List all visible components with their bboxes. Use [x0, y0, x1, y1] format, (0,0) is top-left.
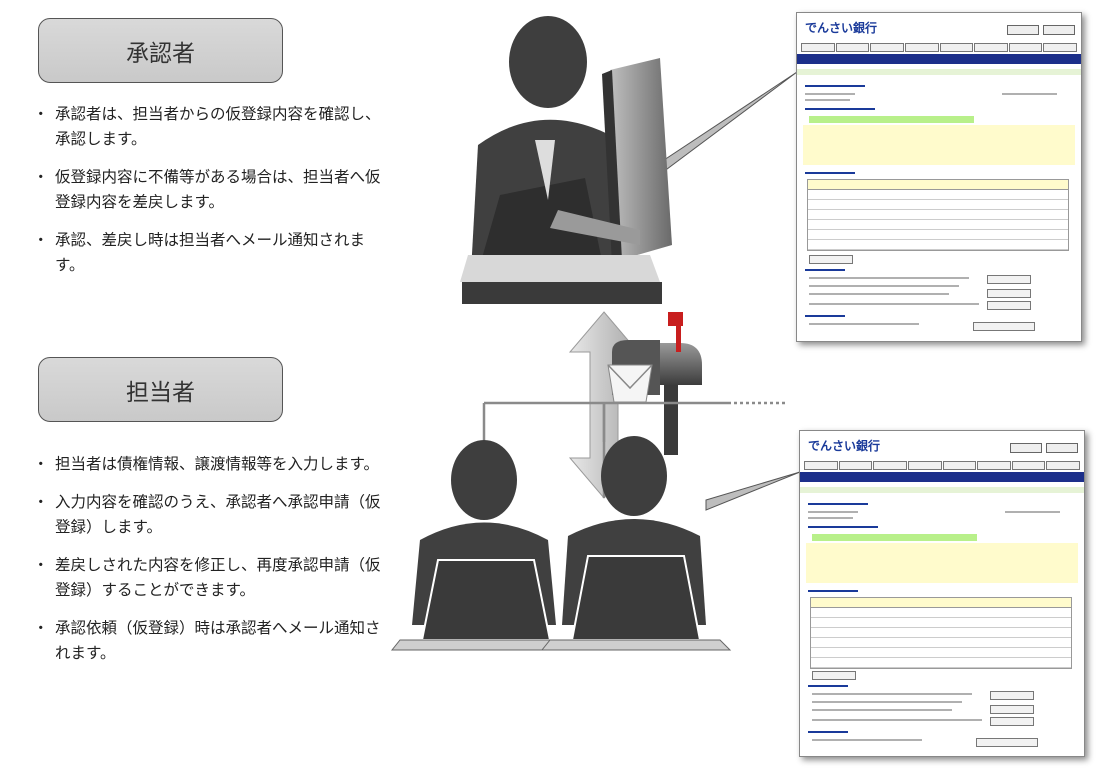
operator-bullet: 承認依頼（仮登録）時は承認者へメール通知されます。 — [30, 616, 390, 666]
thumb-text-line — [805, 99, 850, 101]
thumb-button — [987, 289, 1031, 298]
thumb-text-line — [812, 709, 952, 711]
thumb-text-line — [1002, 93, 1057, 95]
operator-bullet: 担当者は債権情報、譲渡情報等を入力します。 — [30, 452, 390, 477]
bank-name: でんさい銀行 — [808, 439, 881, 453]
thumb-text-line — [809, 285, 959, 287]
bank-name: でんさい銀行 — [805, 21, 878, 35]
thumb-breadcrumb — [800, 487, 1084, 493]
thumb-button — [987, 275, 1031, 284]
callout-wedge-top — [654, 71, 798, 179]
operator-person-icon — [390, 440, 582, 651]
thumb-heading — [805, 108, 875, 110]
thumb-nav-bar — [797, 54, 1081, 64]
approver-screen-thumbnail: でんさい銀行 — [796, 12, 1082, 342]
thumb-button — [990, 717, 1034, 726]
thumb-breadcrumb — [797, 69, 1081, 75]
thumb-button — [987, 301, 1031, 310]
thumb-button — [1043, 25, 1075, 35]
thumb-text-line — [809, 303, 979, 305]
thumb-text-line — [808, 517, 853, 519]
thumb-text-line — [809, 323, 919, 325]
mailbox-icon — [607, 312, 702, 455]
thumb-button — [976, 738, 1038, 747]
thumb-button — [809, 255, 853, 264]
thumb-heading — [808, 503, 868, 505]
thumb-text-line — [1005, 511, 1060, 513]
thumb-button — [990, 705, 1034, 714]
approver-title: 承認者 — [126, 40, 195, 67]
operator-bullet-list: 担当者は債権情報、譲渡情報等を入力します。 入力内容を確認のうえ、承認者へ承認申… — [30, 452, 390, 679]
approver-bullet: 仮登録内容に不備等がある場合は、担当者へ仮登録内容を差戻します。 — [30, 165, 390, 215]
thumb-text-line — [809, 277, 969, 279]
thumb-button — [1007, 25, 1039, 35]
thumb-heading — [805, 172, 855, 174]
thumb-heading — [808, 685, 848, 687]
approver-bullet-list: 承認者は、担当者からの仮登録内容を確認し、承認します。 仮登録内容に不備等がある… — [30, 102, 390, 291]
thumb-nav — [804, 461, 1080, 470]
thumb-heading — [808, 590, 858, 592]
thumb-text-line — [809, 293, 949, 295]
operator-title: 担当者 — [126, 379, 195, 406]
thumb-nav — [801, 43, 1077, 52]
thumb-heading — [808, 731, 848, 733]
thumb-text-line — [805, 93, 855, 95]
thumb-notice-area — [806, 543, 1078, 583]
operator-bullet: 差戻しされた内容を修正し、再度承認申請（仮登録）することができます。 — [30, 553, 390, 603]
thumb-button — [973, 322, 1035, 331]
thumb-heading — [805, 85, 865, 87]
thumb-notice-bar — [809, 116, 974, 123]
thumb-notice-area — [803, 125, 1075, 165]
operator-screen-thumbnail: でんさい銀行 — [799, 430, 1085, 757]
approver-title-box: 承認者 — [38, 18, 283, 83]
thumb-text-line — [812, 701, 962, 703]
thumb-table — [810, 607, 1072, 669]
approver-person-icon — [460, 16, 672, 304]
thumb-table — [807, 189, 1069, 251]
thumb-notice-bar — [812, 534, 977, 541]
approver-bullet: 承認、差戻し時は担当者へメール通知されます。 — [30, 228, 390, 278]
thumb-text-line — [812, 719, 982, 721]
operator-bullet: 入力内容を確認のうえ、承認者へ承認申請（仮登録）します。 — [30, 490, 390, 540]
callout-wedge-bottom — [705, 471, 801, 511]
thumb-heading — [808, 526, 878, 528]
thumb-heading — [805, 269, 845, 271]
thumb-text-line — [812, 693, 972, 695]
thumb-button — [990, 691, 1034, 700]
operator-person-icon — [540, 436, 732, 651]
thumb-button — [1010, 443, 1042, 453]
thumb-heading — [805, 315, 845, 317]
thumb-button — [812, 671, 856, 680]
thumb-text-line — [808, 511, 858, 513]
operator-title-box: 担当者 — [38, 357, 283, 422]
thumb-nav-bar — [800, 472, 1084, 482]
thumb-button — [1046, 443, 1078, 453]
thumb-text-line — [812, 739, 922, 741]
approver-bullet: 承認者は、担当者からの仮登録内容を確認し、承認します。 — [30, 102, 390, 152]
